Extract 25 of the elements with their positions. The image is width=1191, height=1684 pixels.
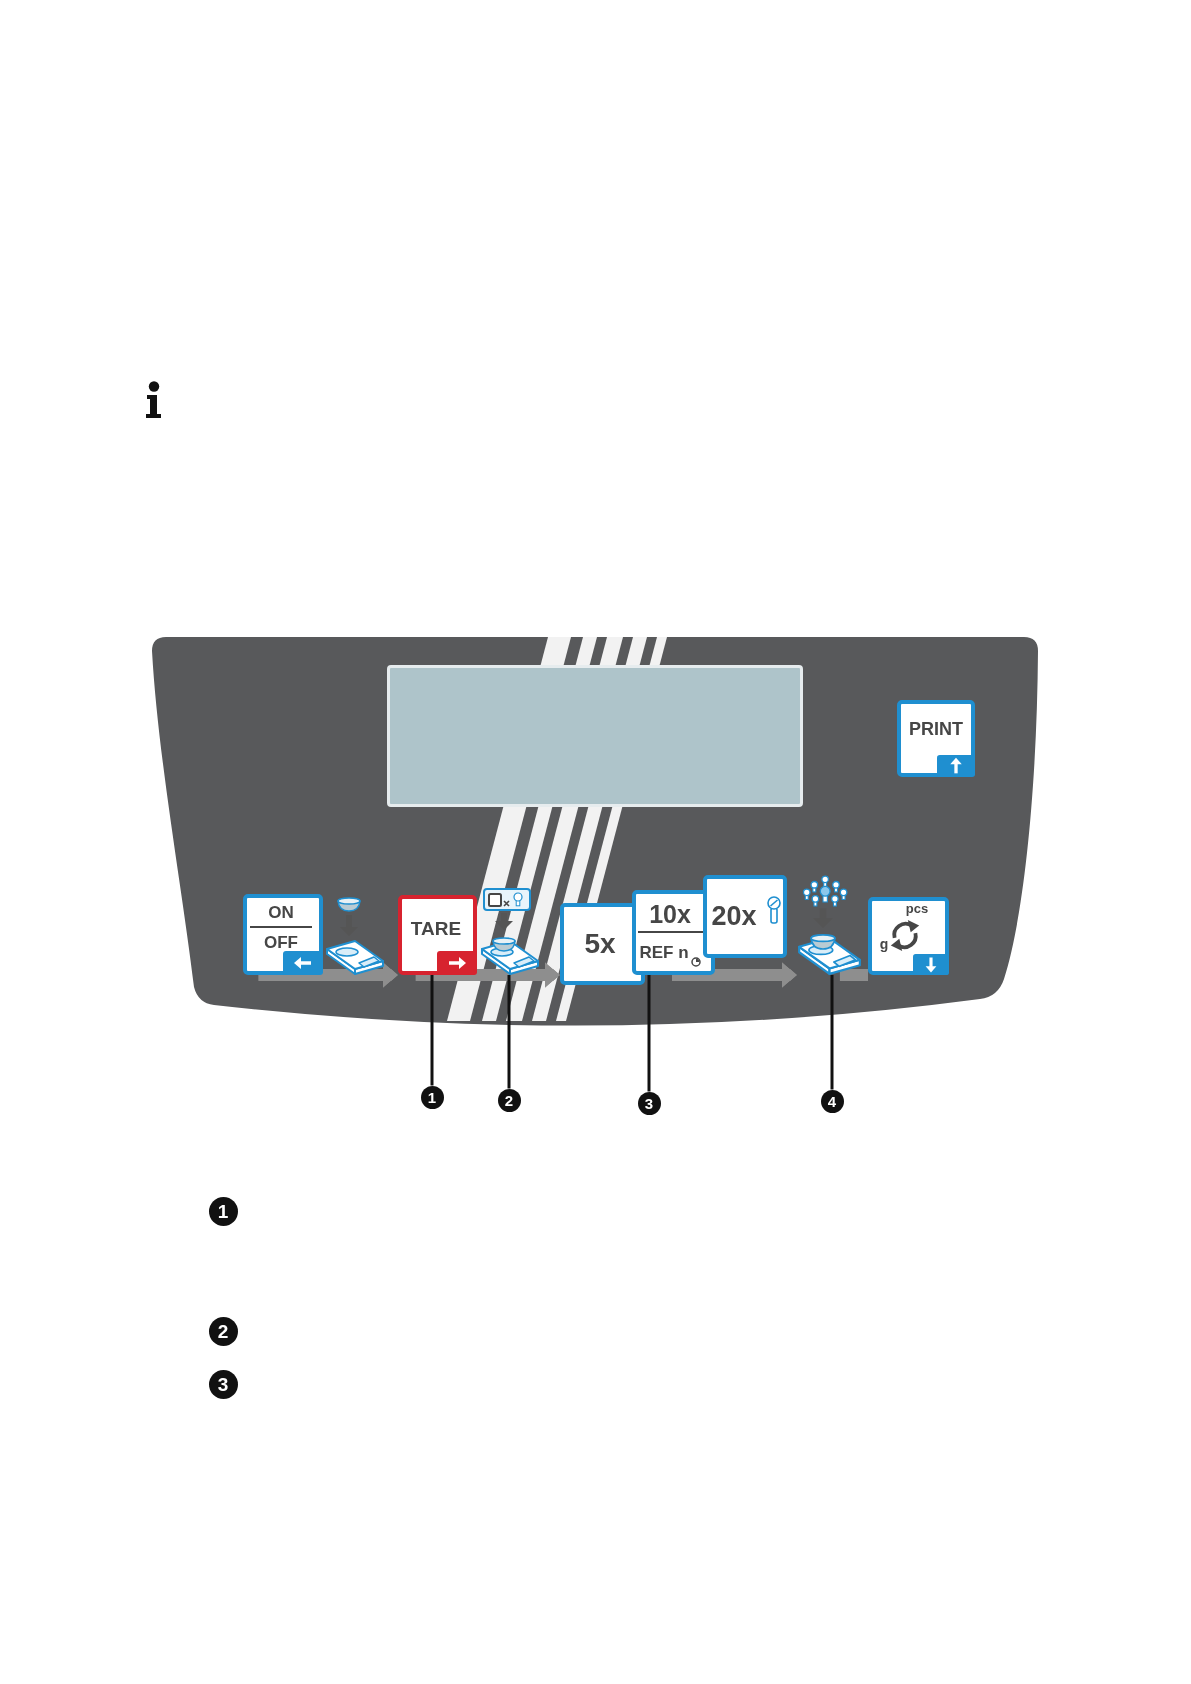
display-screen [387, 665, 803, 807]
callout-number: 3 [208, 1369, 238, 1399]
leader-line [430, 975, 434, 1086]
count-key: 20x [703, 875, 787, 958]
tare-key: TARE [398, 895, 477, 975]
flow-arrow [415, 962, 560, 988]
scale-icon [480, 888, 540, 975]
control-panel [152, 637, 1038, 1029]
print-key: PRINT [897, 700, 975, 777]
leader-line [830, 975, 834, 1090]
callout-number: 2 [497, 1088, 521, 1112]
callout-number: 1 [208, 1196, 238, 1226]
callout-number: 3 [637, 1091, 661, 1115]
on-off-key: ON OFF [243, 894, 323, 975]
callout-number: 4 [820, 1089, 844, 1113]
leader-line [647, 975, 651, 1092]
scale-icon [325, 897, 385, 975]
scale-icon [797, 875, 862, 975]
flow-bar [839, 969, 868, 981]
callout-number: 2 [208, 1316, 238, 1346]
leader-line [507, 975, 511, 1089]
flow-arrow [671, 962, 797, 988]
flow-arrow [258, 962, 398, 988]
unit-switch-key: pcs g [868, 897, 949, 975]
callout-number: 1 [420, 1085, 444, 1109]
